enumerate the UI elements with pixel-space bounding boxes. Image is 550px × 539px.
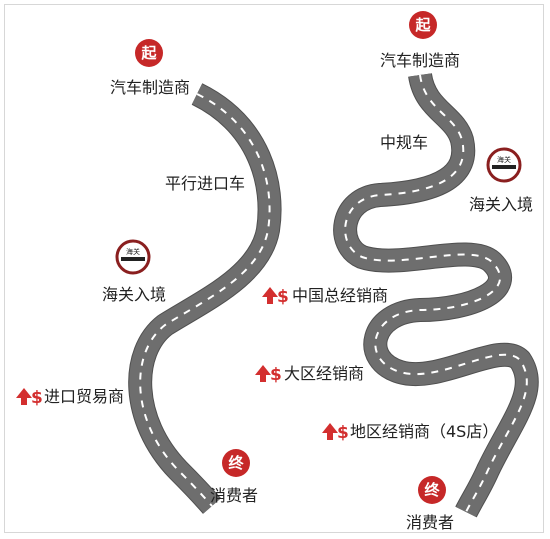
- price-symbol: $: [31, 388, 43, 408]
- right-customs-sign-text: 海关: [497, 155, 511, 164]
- left-channel-label: 平行进口车: [165, 174, 245, 193]
- start-badge-icon: [135, 39, 163, 67]
- left-customs-sign: 海关: [115, 239, 151, 275]
- price-symbol: $: [337, 423, 349, 443]
- left-customs-sign-text: 海关: [126, 247, 140, 256]
- left-start-badge: 起: [135, 39, 163, 67]
- right-end-badge: 终: [418, 476, 446, 504]
- customs-bar: [121, 257, 145, 261]
- price-up-arrow-icon: [322, 423, 338, 440]
- right-regional-distributor-label: 大区经销商: [284, 364, 364, 383]
- right-price-up-1: $: [262, 287, 289, 307]
- right-end-badge-label: 终: [424, 481, 440, 499]
- start-badge-icon: [409, 11, 437, 39]
- end-badge-icon: [418, 476, 446, 504]
- left-customs-label: 海关入境: [102, 285, 166, 304]
- right-manufacturer-label: 汽车制造商: [380, 51, 460, 70]
- left-consumer-label: 消费者: [210, 486, 258, 505]
- left-road: [128, 83, 282, 514]
- right-price-up-2: $: [255, 365, 282, 385]
- left-end-badge-label: 终: [228, 454, 244, 472]
- right-road: [333, 72, 539, 518]
- price-up-arrow-icon: [16, 388, 32, 405]
- right-customs-sign: 海关: [486, 147, 522, 183]
- right-national-distributor-label: 中国总经销商: [292, 286, 388, 305]
- right-price-up-3: $: [322, 423, 349, 443]
- right-start-badge-label: 起: [414, 16, 431, 34]
- right-start-badge: 起: [409, 11, 437, 39]
- left-importer-label: 进口贸易商: [44, 387, 124, 406]
- price-up-arrow-icon: [262, 287, 278, 304]
- left-start-badge-label: 起: [140, 44, 157, 62]
- end-badge-icon: [222, 449, 250, 477]
- right-channel-label: 中规车: [380, 133, 428, 152]
- price-up-arrow-icon: [255, 365, 271, 382]
- diagram-frame: [4, 4, 544, 533]
- left-price-up: $: [16, 388, 43, 408]
- right-customs-label: 海关入境: [469, 195, 533, 214]
- right-consumer-label: 消费者: [406, 513, 454, 532]
- price-symbol: $: [270, 365, 282, 385]
- price-symbol: $: [277, 287, 289, 307]
- left-manufacturer-label: 汽车制造商: [110, 78, 190, 97]
- left-end-badge: 终: [222, 449, 250, 477]
- customs-bar: [492, 165, 516, 169]
- right-local-dealer-label: 地区经销商（4S店）: [350, 422, 498, 441]
